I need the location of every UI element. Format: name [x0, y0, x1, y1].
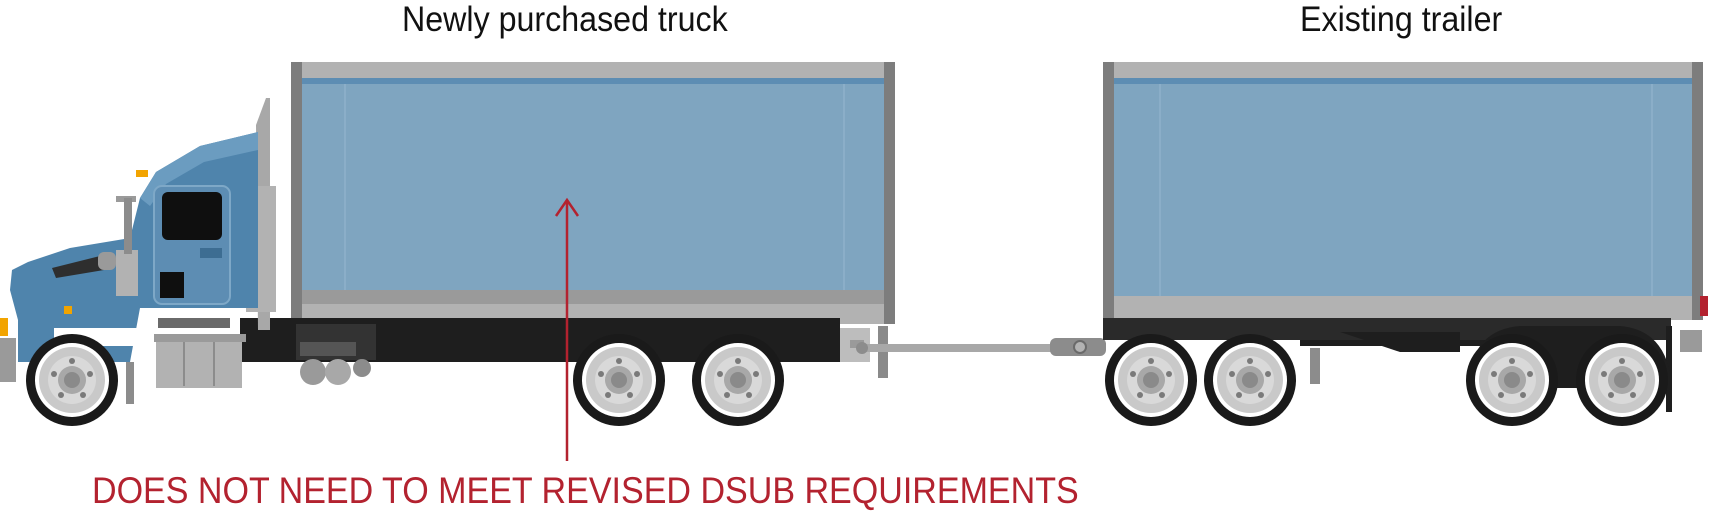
red-arrow [554, 197, 580, 461]
drawbar [856, 338, 1106, 356]
truck-cargo-box [291, 62, 895, 324]
trailer-label: Existing trailer [1300, 0, 1503, 39]
truck-label: Newly purchased truck [402, 0, 728, 39]
dsub-note: DOES NOT NEED TO MEET REVISED DSUB REQUI… [92, 470, 1079, 511]
trailer-wheels [1105, 326, 1672, 426]
truck-wheels [26, 328, 784, 426]
trailer-cargo-box [1103, 62, 1708, 320]
truck-cab [0, 98, 276, 404]
truck-chassis [240, 318, 888, 385]
